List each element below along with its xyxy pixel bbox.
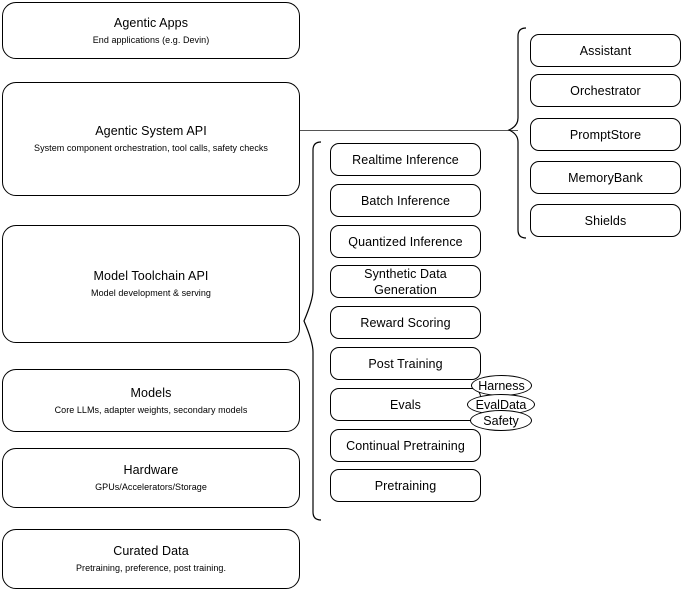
toolchain-item-realtime-inference[interactable]: Realtime Inference — [330, 143, 481, 176]
toolchain-item-batch-inference[interactable]: Batch Inference — [330, 184, 481, 217]
eval-tag-harness[interactable]: Harness — [471, 375, 532, 396]
agentic-component-label: MemoryBank — [568, 170, 643, 185]
toolchain-item-reward-scoring[interactable]: Reward Scoring — [330, 306, 481, 339]
connector-agentic-system-to-components — [300, 130, 518, 132]
toolchain-item-label: Evals — [389, 397, 422, 412]
toolchain-item-label: Batch Inference — [360, 193, 451, 208]
eval-tag-safety[interactable]: Safety — [470, 410, 532, 431]
agentic-component-shields[interactable]: Shields — [530, 204, 681, 237]
toolchain-item-pretraining[interactable]: Pretraining — [330, 469, 481, 502]
agentic-component-label: Assistant — [579, 43, 632, 58]
toolchain-item-continual-pretraining[interactable]: Continual Pretraining — [330, 429, 481, 462]
toolchain-item-label: Quantized Inference — [348, 234, 463, 249]
toolchain-item-evals[interactable]: Evals — [330, 388, 481, 421]
stack-layer-agentic-system-api[interactable]: Agentic System API System component orch… — [2, 82, 300, 196]
stack-layer-title: Agentic System API — [95, 124, 207, 138]
toolchain-item-label: Synthetic Data Generation — [364, 266, 447, 297]
toolchain-item-label: Reward Scoring — [360, 315, 451, 330]
brace-toolchain — [303, 141, 322, 521]
agentic-component-label: Orchestrator — [570, 83, 641, 98]
stack-layer-title: Model Toolchain API — [93, 269, 209, 283]
stack-layer-subtitle: Core LLMs, adapter weights, secondary mo… — [54, 404, 248, 415]
stack-layer-subtitle: GPUs/Accelerators/Storage — [95, 482, 207, 492]
eval-tag-label: Safety — [483, 413, 519, 428]
stack-layer-agentic-apps[interactable]: Agentic Apps End applications (e.g. Devi… — [2, 2, 300, 59]
toolchain-item-label: Realtime Inference — [352, 152, 459, 167]
toolchain-item-label: Continual Pretraining — [346, 438, 465, 453]
stack-layer-hardware[interactable]: Hardware GPUs/Accelerators/Storage — [2, 448, 300, 508]
stack-layer-subtitle: End applications (e.g. Devin) — [92, 34, 210, 45]
stack-layer-curated-data[interactable]: Curated Data Pretraining, preference, po… — [2, 529, 300, 589]
stack-layer-model-toolchain-api[interactable]: Model Toolchain API Model development & … — [2, 225, 300, 343]
stack-layer-title: Hardware — [123, 463, 179, 477]
stack-layer-subtitle: Pretraining, preference, post training. — [75, 563, 227, 573]
stack-layer-title: Models — [130, 385, 172, 400]
agentic-component-label: PromptStore — [569, 127, 642, 142]
agentic-component-promptstore[interactable]: PromptStore — [530, 118, 681, 151]
agentic-component-assistant[interactable]: Assistant — [530, 34, 681, 67]
stack-layer-subtitle: System component orchestration, tool cal… — [34, 143, 268, 153]
stack-layer-subtitle: Model development & serving — [91, 288, 211, 298]
eval-tag-label: Harness — [478, 378, 525, 393]
stack-layer-models[interactable]: Models Core LLMs, adapter weights, secon… — [2, 369, 300, 432]
toolchain-item-label: Pretraining — [374, 478, 437, 493]
eval-tag-label: EvalData — [475, 397, 527, 412]
toolchain-item-synthetic-data-generation[interactable]: Synthetic Data Generation — [330, 265, 481, 298]
agentic-component-label: Shields — [584, 213, 627, 228]
brace-agentic-components — [507, 27, 527, 239]
agentic-component-orchestrator[interactable]: Orchestrator — [530, 74, 681, 107]
toolchain-item-post-training[interactable]: Post Training — [330, 347, 481, 380]
toolchain-item-label: Post Training — [368, 356, 443, 371]
toolchain-item-quantized-inference[interactable]: Quantized Inference — [330, 225, 481, 258]
stack-layer-title: Curated Data — [113, 544, 189, 558]
agentic-component-memorybank[interactable]: MemoryBank — [530, 161, 681, 194]
stack-layer-title: Agentic Apps — [113, 15, 189, 30]
